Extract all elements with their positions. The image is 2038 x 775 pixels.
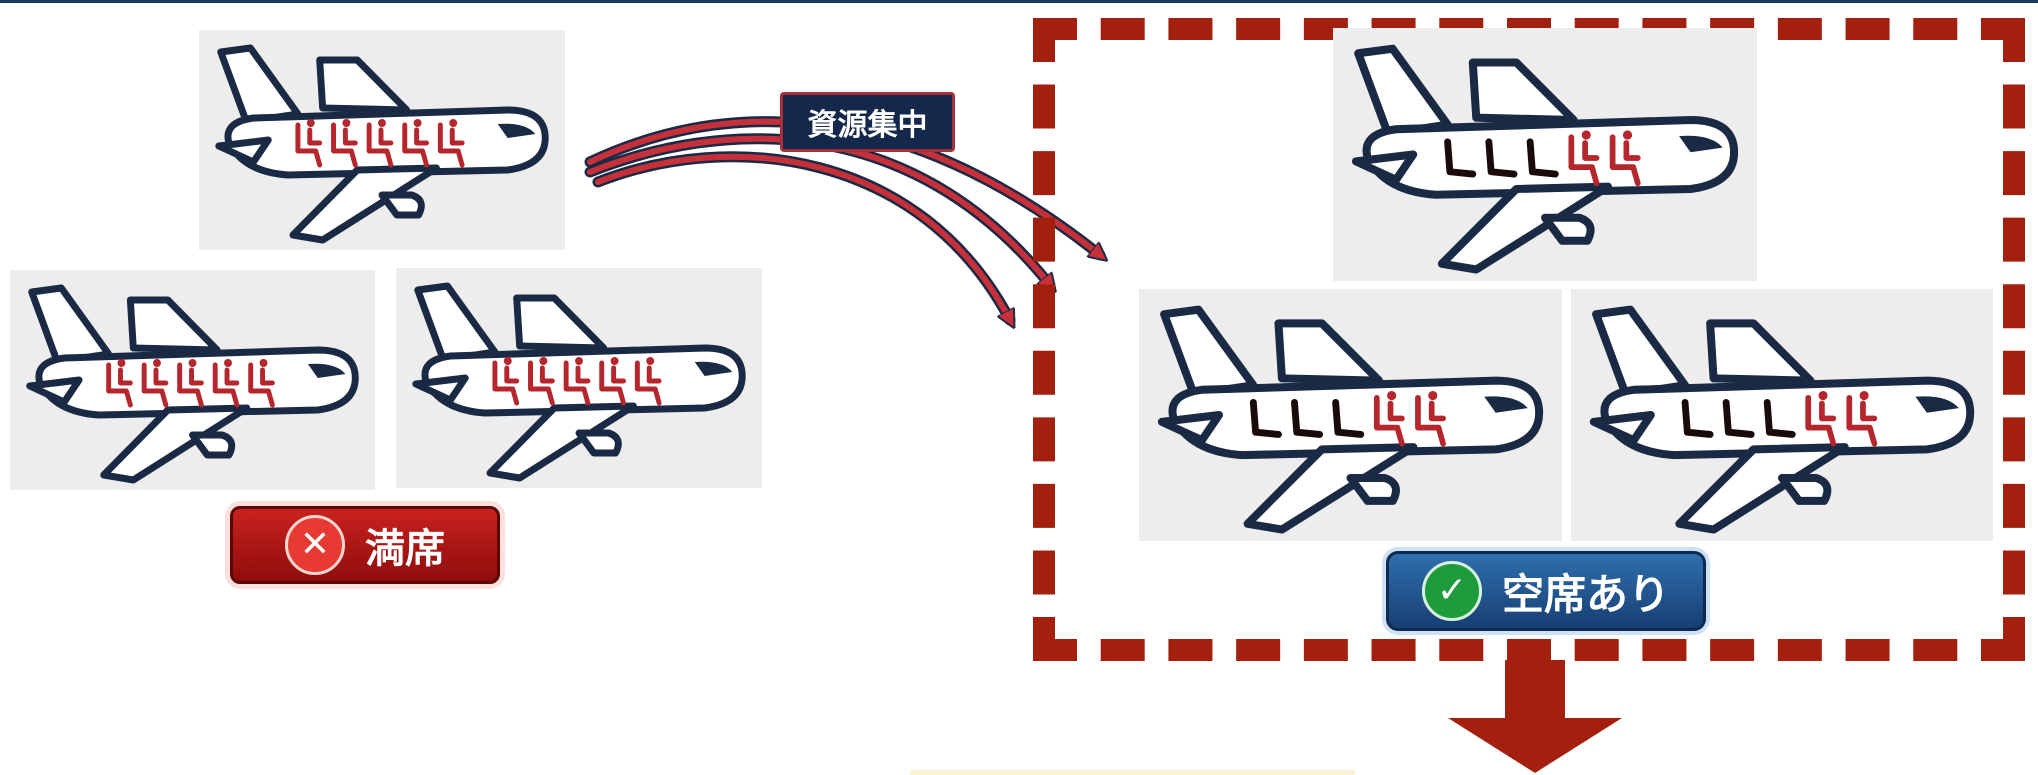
down-arrow-icon bbox=[1448, 660, 1622, 773]
airplane-icon bbox=[1157, 305, 1544, 534]
airplane-icon bbox=[215, 44, 549, 244]
resource-concentration-label: 資源集中 bbox=[780, 92, 955, 152]
top-border-line bbox=[0, 0, 2038, 3]
airplane-icon bbox=[412, 282, 746, 482]
check-icon: ✓ bbox=[1421, 561, 1482, 621]
caption-bar bbox=[910, 770, 1355, 775]
full-label: 満席 bbox=[365, 526, 445, 572]
airplane-icon bbox=[1351, 44, 1739, 274]
available-badge: ✓ 空席あり bbox=[1386, 551, 1706, 631]
plane-card-full-left bbox=[10, 270, 375, 490]
full-badge: ✕ 満席 bbox=[230, 506, 500, 584]
airplane-icon bbox=[26, 284, 359, 484]
plane-card-available-left bbox=[1139, 289, 1562, 541]
plane-card-available-top bbox=[1333, 28, 1757, 281]
plane-card-full-right bbox=[396, 268, 762, 488]
highlight-dashed-box bbox=[1033, 18, 2025, 661]
plane-card-full-top bbox=[199, 30, 565, 250]
airplane-icon bbox=[1589, 305, 1975, 534]
x-icon: ✕ bbox=[285, 515, 345, 575]
plane-card-available-right bbox=[1571, 289, 1993, 541]
available-label: 空席あり bbox=[1501, 569, 1670, 619]
